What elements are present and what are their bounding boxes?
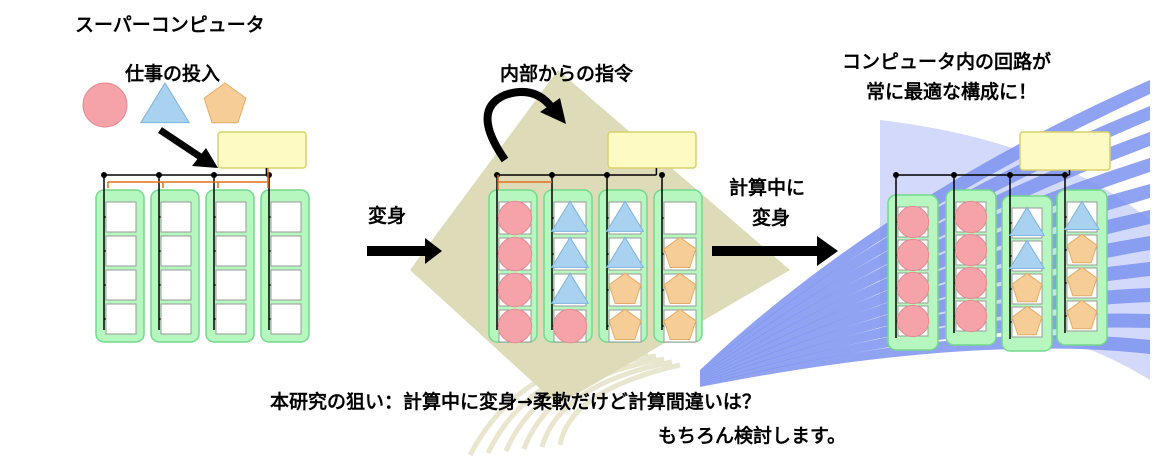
transform-arrow-head bbox=[425, 238, 442, 264]
triangle-shape bbox=[1008, 239, 1046, 270]
processing-cell bbox=[160, 235, 192, 267]
triangle-shape bbox=[1063, 200, 1101, 231]
blue-ray bbox=[700, 158, 1150, 377]
circle-shape bbox=[954, 299, 988, 333]
processing-cell bbox=[160, 303, 192, 335]
pentagon-shape bbox=[1066, 299, 1098, 330]
circle-shape bbox=[497, 272, 533, 308]
transform-label: 変身 bbox=[368, 204, 406, 227]
command-arrow-head bbox=[540, 98, 566, 124]
job-input-shapes bbox=[82, 82, 247, 128]
processing-cell bbox=[105, 201, 137, 233]
compute-transform-arrow-head bbox=[817, 236, 838, 266]
pentagon-shape bbox=[1066, 266, 1098, 297]
processing-cell bbox=[215, 235, 247, 267]
pentagon-shape bbox=[203, 82, 247, 124]
pentagon-shape bbox=[1066, 233, 1098, 264]
pentagon-shape bbox=[663, 308, 697, 340]
processing-cell bbox=[270, 303, 302, 335]
circle-shape bbox=[896, 271, 930, 305]
research-goal-text-line2: もちろん検討します。 bbox=[658, 424, 846, 447]
optimal-circuit-label-line1: コンピュータ内の回路が bbox=[842, 50, 1051, 73]
supercomputer-optimized-panel bbox=[887, 131, 1111, 352]
processing-cell bbox=[215, 303, 247, 335]
triangle-shape bbox=[550, 272, 590, 304]
controller-box bbox=[1019, 131, 1111, 171]
job-input-label: 仕事の投入 bbox=[124, 62, 220, 85]
bus-junction bbox=[659, 172, 665, 178]
circle-shape bbox=[896, 238, 930, 272]
beige-swoosh bbox=[557, 362, 681, 446]
circle-shape bbox=[497, 200, 533, 236]
circle-shape bbox=[552, 308, 588, 344]
processing-cell bbox=[215, 269, 247, 301]
input-arrow-shaft bbox=[158, 127, 207, 163]
transform-arrow-shaft bbox=[367, 246, 425, 256]
processing-cell bbox=[105, 303, 137, 335]
triangle-shape bbox=[605, 200, 645, 232]
processing-cell bbox=[160, 269, 192, 301]
processing-cell bbox=[270, 235, 302, 267]
circle-shape bbox=[954, 200, 988, 234]
circle-shape bbox=[497, 308, 533, 344]
pentagon-shape bbox=[1011, 305, 1043, 336]
input-arrow-head bbox=[192, 148, 218, 168]
triangle-shape bbox=[605, 236, 645, 268]
processing-cell bbox=[160, 201, 192, 233]
circle-shape bbox=[954, 266, 988, 300]
processing-cell bbox=[105, 235, 137, 267]
command-arrow-curve bbox=[483, 88, 556, 163]
circle-shape bbox=[497, 236, 533, 272]
transform-during-compute-label-line1: 計算中に bbox=[729, 176, 805, 199]
triangle-shape bbox=[1008, 206, 1046, 237]
internal-command-label: 内部からの指令 bbox=[500, 62, 634, 85]
pentagon-shape bbox=[663, 272, 697, 304]
pentagon-shape bbox=[663, 236, 697, 268]
processing-cell bbox=[663, 201, 697, 235]
pentagon-shape bbox=[608, 308, 642, 340]
processing-cell bbox=[215, 201, 247, 233]
compute-transform-arrow-shaft bbox=[712, 246, 817, 256]
circle-shape bbox=[954, 233, 988, 267]
optimal-circuit-label-line2: 常に最適な構成に！ bbox=[866, 80, 1037, 103]
blue-ray bbox=[700, 80, 1150, 372]
processing-cell bbox=[105, 269, 137, 301]
beige-swoosh bbox=[539, 359, 673, 448]
processing-cell bbox=[270, 269, 302, 301]
circle-shape bbox=[82, 82, 128, 128]
controller-box bbox=[607, 131, 697, 169]
research-goal-text-line1: 本研究の狙い：計算中に変身→柔軟だけど計算間違いは？ bbox=[270, 390, 761, 413]
triangle-shape bbox=[550, 200, 590, 232]
transform-during-compute-label-line2: 変身 bbox=[752, 206, 790, 229]
supercomputer-initial-panel bbox=[95, 131, 310, 343]
processing-cell bbox=[270, 201, 302, 233]
page-title: スーパーコンピュータ bbox=[75, 14, 265, 36]
controller-box bbox=[217, 131, 307, 169]
pentagon-shape bbox=[1011, 272, 1043, 303]
triangle-shape bbox=[139, 82, 191, 124]
flow-arrows bbox=[158, 88, 838, 266]
pentagon-shape bbox=[608, 272, 642, 304]
circle-shape bbox=[896, 304, 930, 338]
circle-shape bbox=[896, 205, 930, 239]
triangle-shape bbox=[550, 236, 590, 268]
supercomputer-transformed-panel bbox=[488, 131, 703, 344]
